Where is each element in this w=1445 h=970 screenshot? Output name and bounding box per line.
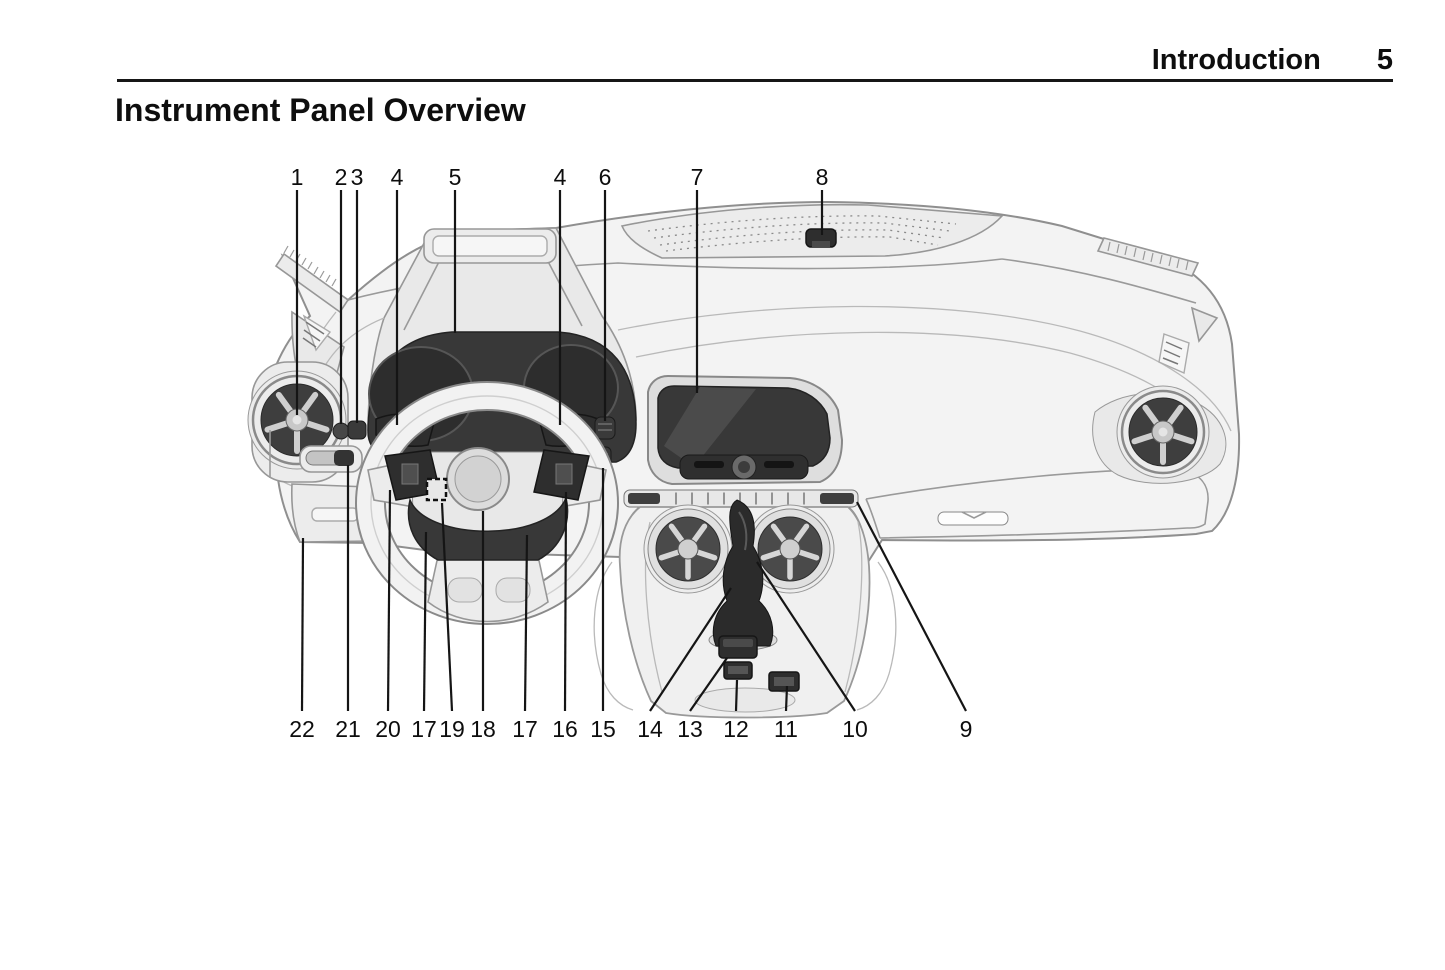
callout-line-22 bbox=[300, 537, 305, 712]
page-header: Introduction 5 bbox=[115, 44, 1393, 77]
right-air-vent bbox=[1092, 333, 1227, 484]
header-rule bbox=[117, 79, 1393, 82]
callout-label-17: 17 bbox=[512, 716, 538, 742]
callout-label-14: 14 bbox=[637, 716, 663, 742]
callout-16: 16 bbox=[552, 491, 578, 742]
callout-9: 9 bbox=[856, 501, 973, 742]
callout-label-22: 22 bbox=[289, 716, 315, 742]
callout-7: 7 bbox=[691, 164, 704, 393]
callout-19: 19 bbox=[439, 502, 465, 742]
callout-4: 4 bbox=[391, 164, 404, 425]
callout-2: 2 bbox=[335, 164, 348, 424]
sunload-sensor bbox=[805, 228, 837, 248]
callout-22: 22 bbox=[289, 537, 315, 742]
callout-11: 11 bbox=[774, 685, 798, 742]
callout-line-11 bbox=[784, 685, 789, 712]
console-button-right bbox=[768, 671, 800, 692]
callout-5: 5 bbox=[449, 164, 462, 333]
console-left-vent bbox=[643, 504, 733, 594]
right-spoke-controls bbox=[533, 449, 590, 501]
callout-18: 18 bbox=[470, 511, 496, 742]
callout-label-19: 19 bbox=[439, 716, 465, 742]
callout-label-2: 2 bbox=[335, 164, 348, 190]
callout-label-17: 17 bbox=[411, 716, 437, 742]
callout-label-15: 15 bbox=[590, 716, 616, 742]
callout-label-20: 20 bbox=[375, 716, 401, 742]
callout-line-9 bbox=[856, 501, 967, 712]
header-page-number: 5 bbox=[1376, 44, 1393, 76]
callout-line-17 bbox=[523, 534, 529, 712]
callout-6: 6 bbox=[599, 164, 612, 421]
callout-line-20 bbox=[386, 489, 392, 712]
callout-line-16 bbox=[563, 491, 568, 712]
callout-label-12: 12 bbox=[723, 716, 749, 742]
callout-line-19 bbox=[440, 502, 454, 712]
parking-brake-switch bbox=[718, 635, 758, 659]
callout-label-1: 1 bbox=[291, 164, 304, 190]
callout-label-18: 18 bbox=[470, 716, 496, 742]
callout-line-12 bbox=[734, 679, 739, 712]
callout-17: 17 bbox=[512, 534, 538, 742]
callout-label-3: 3 bbox=[351, 164, 364, 190]
right-defroster-grille bbox=[1096, 237, 1219, 343]
header-section-title: Introduction bbox=[1151, 44, 1321, 76]
dashed-callout-box bbox=[425, 477, 448, 502]
callout-3: 3 bbox=[351, 164, 364, 423]
page-title: Instrument Panel Overview bbox=[115, 92, 526, 128]
callout-14: 14 bbox=[637, 587, 732, 742]
callout-label-5: 5 bbox=[449, 164, 462, 190]
knee-bolster-panel bbox=[269, 430, 373, 543]
callout-17: 17 bbox=[411, 531, 437, 742]
callout-label-9: 9 bbox=[960, 716, 973, 742]
callout-label-21: 21 bbox=[335, 716, 361, 742]
callout-label-16: 16 bbox=[552, 716, 578, 742]
callout-8: 8 bbox=[816, 164, 829, 235]
callout-line-10 bbox=[756, 561, 856, 712]
callout-12: 12 bbox=[723, 679, 749, 742]
callout-20: 20 bbox=[375, 489, 401, 742]
left-air-vent bbox=[247, 361, 349, 483]
callout-label-6: 6 bbox=[599, 164, 612, 190]
callout-13: 13 bbox=[677, 657, 728, 742]
callout-15: 15 bbox=[590, 468, 616, 742]
infotainment-screen bbox=[647, 374, 844, 486]
callout-label-8: 8 bbox=[816, 164, 829, 190]
callout-label-10: 10 bbox=[842, 716, 868, 742]
callout-label-4: 4 bbox=[554, 164, 567, 190]
callout-label-4: 4 bbox=[391, 164, 404, 190]
left-spoke-controls bbox=[384, 449, 441, 501]
callout-21: 21 bbox=[335, 465, 361, 742]
callout-label-7: 7 bbox=[691, 164, 704, 190]
callout-10: 10 bbox=[756, 561, 868, 742]
climate-control-strip bbox=[623, 489, 859, 521]
callout-4: 4 bbox=[554, 164, 567, 425]
callout-line-13 bbox=[689, 657, 728, 712]
callout-line-14 bbox=[649, 587, 732, 712]
mirror-control-knob bbox=[332, 422, 350, 440]
console-right-vent bbox=[745, 504, 835, 594]
callout-label-13: 13 bbox=[677, 716, 703, 742]
steering-wheel-adjust-lever bbox=[299, 445, 363, 473]
callout-line-17 bbox=[422, 531, 428, 712]
callout-1: 1 bbox=[291, 164, 304, 415]
steering-wheel bbox=[354, 381, 620, 625]
console-button-left bbox=[723, 661, 753, 680]
callout-label-11: 11 bbox=[774, 716, 798, 742]
